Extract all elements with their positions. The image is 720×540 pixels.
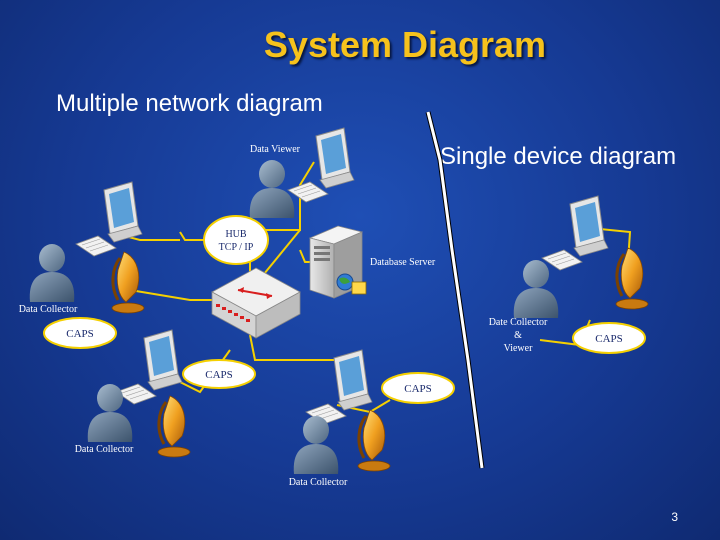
viewer-person (249, 160, 295, 218)
divider-line (426, 111, 484, 469)
page-number: 3 (671, 510, 678, 524)
dc-viewer-label-line1: Date Collector (489, 317, 548, 328)
database-server-label: Database Server (370, 257, 436, 268)
hub-switch (211, 267, 301, 339)
collector1-person (29, 244, 75, 302)
single-device-computer (541, 195, 609, 271)
collector3-label: Data Collector (289, 477, 348, 488)
caps-oval-3 (381, 372, 455, 404)
caps-oval-4 (572, 322, 646, 354)
dc-viewer-label-line3: Viewer (504, 343, 533, 354)
data-viewer-label: Data Viewer (250, 144, 301, 155)
caps-oval-2 (182, 359, 256, 389)
hub-oval (203, 215, 269, 265)
database-server (308, 225, 367, 299)
collector1-computer (75, 181, 143, 257)
single-device-person (513, 260, 559, 318)
collector1-label: Data Collector (19, 304, 78, 315)
slide-title: System Diagram (263, 24, 547, 65)
collector2-caps-device (156, 394, 192, 459)
caps-label-4: CAPS (595, 333, 623, 345)
caps-label-2: CAPS (205, 369, 233, 381)
caps-oval-1 (43, 317, 117, 349)
caps-label-1: CAPS (66, 328, 94, 340)
hub-label-line1: HUB (225, 229, 246, 240)
dc-viewer-label-line2: & (514, 330, 522, 341)
collector2-label: Data Collector (75, 444, 134, 455)
collector3-person (293, 416, 339, 474)
collector2-computer (115, 329, 183, 405)
multiple-network-heading: Multiple network diagram (56, 90, 323, 117)
collector1-caps-device (110, 250, 146, 315)
collector3-computer (305, 349, 373, 425)
hub-label-line2: TCP / IP (219, 242, 254, 253)
single-device-caps-device (614, 246, 650, 311)
viewer-computer (287, 127, 355, 203)
caps-label-3: CAPS (404, 383, 432, 395)
single-device-heading: Single device diagram (440, 143, 677, 170)
collector3-caps-device (356, 408, 392, 473)
